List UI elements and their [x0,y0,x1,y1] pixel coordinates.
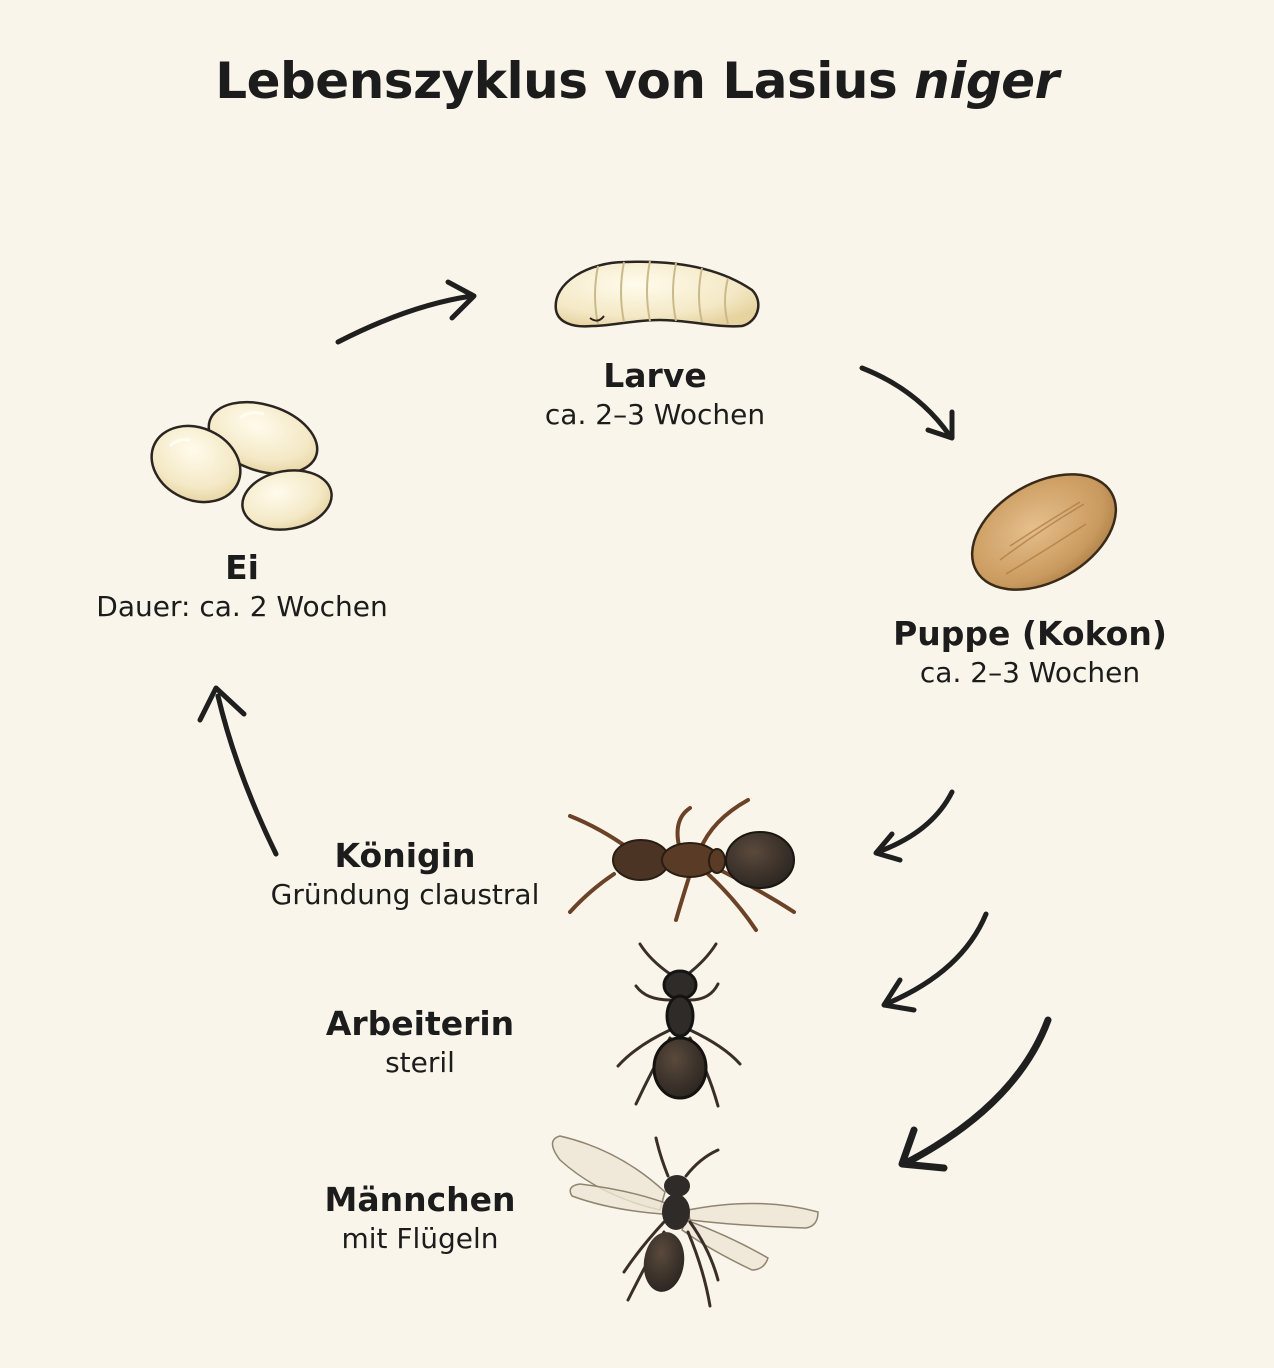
stage-detail-male: mit Flügeln [341,1221,499,1255]
stage-detail-queen: Gründung claustral [270,877,540,911]
stage-name-larva: Larve [603,356,707,395]
cocoon-icon [970,473,1118,591]
cycle-arrow-icon [197,279,1052,1172]
stage-duration-pupa: ca. 2–3 Wochen [919,655,1141,689]
stage-label-worker: Arbeiterin steril [290,1004,550,1081]
winged-male-ant-icon [551,1135,819,1308]
stage-duration-larva: ca. 2–3 Wochen [544,397,766,431]
queen-ant-icon [568,798,796,932]
stage-duration-egg: Dauer: ca. 2 Wochen [96,589,388,623]
larva-icon [554,260,760,328]
page-title: Lebenszyklus von Lasius niger [215,52,1059,110]
egg-cluster-icon [150,400,333,531]
stage-name-queen: Königin [334,836,476,875]
stage-label-queen: Königin Gründung claustral [250,836,560,913]
stage-label-male: Männchen mit Flügeln [290,1180,550,1257]
stage-label-egg: Ei Dauer: ca. 2 Wochen [72,548,412,625]
stage-detail-worker: steril [385,1045,455,1079]
worker-ant-icon [616,942,742,1108]
stage-name-worker: Arbeiterin [325,1004,515,1043]
stage-name-pupa: Puppe (Kokon) [893,614,1167,653]
stage-name-egg: Ei [225,548,259,587]
stage-name-male: Männchen [324,1180,516,1219]
stage-label-pupa: Puppe (Kokon) ca. 2–3 Wochen [870,614,1190,691]
stage-label-larva: Larve ca. 2–3 Wochen [500,356,810,433]
